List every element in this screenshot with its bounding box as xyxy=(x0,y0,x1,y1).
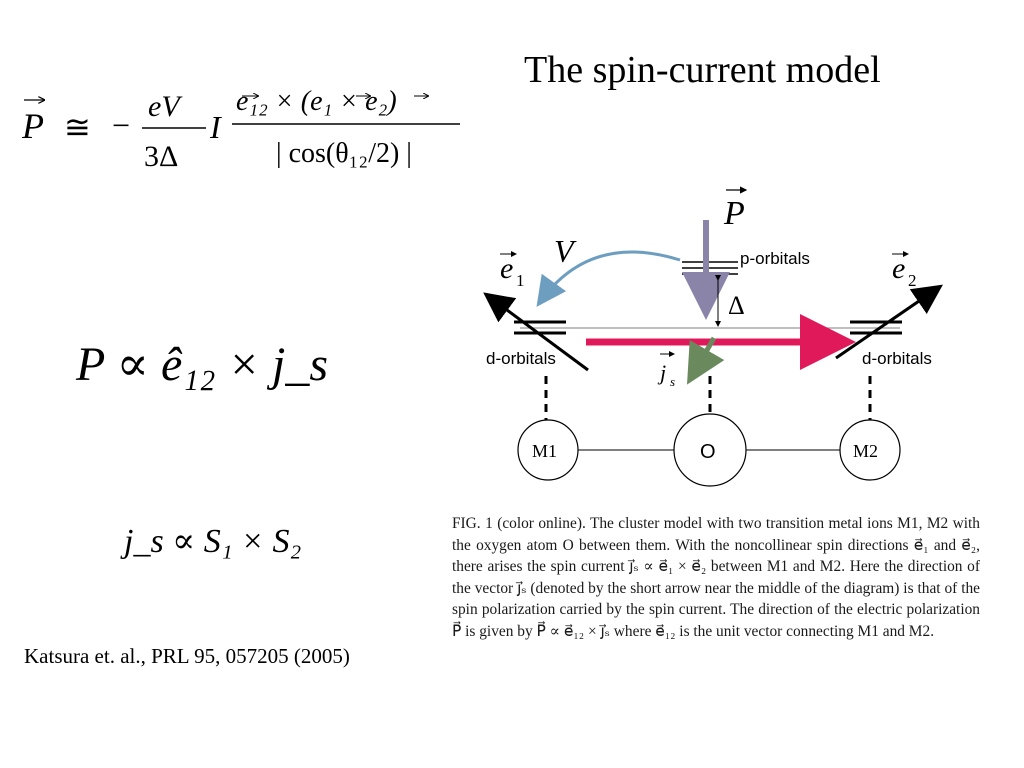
slide-title: The spin-current model xyxy=(524,49,881,91)
atom-o xyxy=(673,413,747,487)
eq-prefactor-num: eV xyxy=(148,90,183,123)
node-o-label: O xyxy=(700,441,716,463)
eq-numerator: e₁₂ × (e₁ × e₂) xyxy=(236,86,397,117)
diagram-label-delta: Δ xyxy=(728,291,745,320)
node-m1-label: M1 xyxy=(532,441,557,461)
diagram-label-p: P xyxy=(723,195,745,232)
cluster-model-diagram: M1 O M2 P V Δ p-orbitals d-orbitals d-or… xyxy=(483,186,943,487)
diagram-label-porbitals: p-orbitals xyxy=(740,249,810,268)
diagram-label-e2: e xyxy=(892,252,905,285)
diagram-label-js: j xyxy=(657,360,666,385)
diagram-label-dorbitals-right: d-orbitals xyxy=(862,349,932,368)
diagram-label-v: V xyxy=(554,233,577,269)
atom-m2 xyxy=(839,419,901,481)
eq-relation: ≅ xyxy=(64,109,91,145)
hopping-v-arrow xyxy=(536,250,681,307)
diagram-label-js-sub: s xyxy=(670,374,675,389)
eq-current: I xyxy=(209,109,222,145)
js-arrow xyxy=(686,336,725,385)
diagram-label-e1: e xyxy=(500,252,513,285)
equation-p-proportional: P ∝ ê₁₂ × j_s xyxy=(75,338,328,391)
figure-caption: FIG. 1 (color online). The cluster model… xyxy=(452,515,980,640)
diagram-label-dorbitals-left: d-orbitals xyxy=(486,349,556,368)
eq-minus: − xyxy=(112,107,130,143)
eq-js-prop: j_s ∝ S₁ × S₂ xyxy=(120,523,301,560)
spin-e1-arrow xyxy=(483,292,589,372)
node-m2-label: M2 xyxy=(853,441,878,461)
main-equation: P ≅ − eV 3Δ I e₁₂ × (e₁ × e₂) | cos(θ₁₂/… xyxy=(21,86,460,173)
atom-m1 xyxy=(517,419,579,481)
citation: Katsura et. al., PRL 95, 057205 (2005) xyxy=(24,644,350,668)
eq-prefactor-den: 3Δ xyxy=(144,140,178,173)
diagram-label-e2-sub: 2 xyxy=(908,271,917,290)
diagram-label-e1-sub: 1 xyxy=(516,271,525,290)
eq-p-prop: P ∝ ê₁₂ × j_s xyxy=(75,338,328,391)
eq-lhs: P xyxy=(21,106,44,146)
equation-js-proportional: j_s ∝ S₁ × S₂ xyxy=(120,523,301,560)
eq-denominator: | cos(θ₁₂/2) | xyxy=(276,138,412,169)
